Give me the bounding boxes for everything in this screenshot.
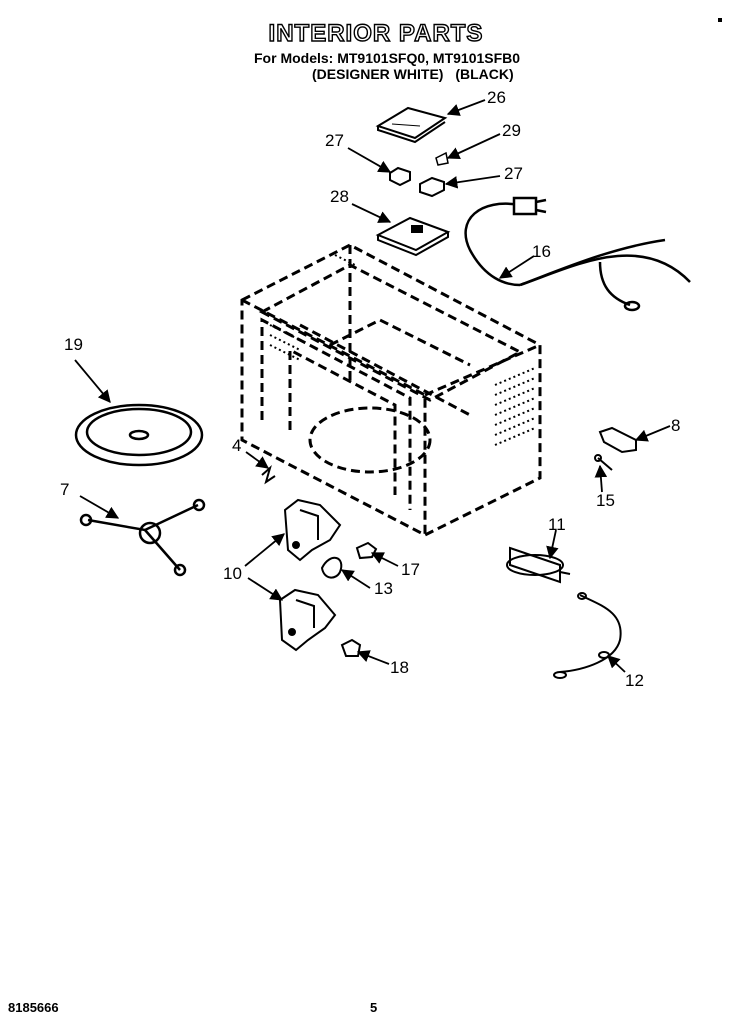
callout-12: 12 <box>625 671 644 690</box>
part-12-diode <box>553 592 622 679</box>
part-10-interlock-bracket-lower <box>278 588 337 652</box>
callout-19: 19 <box>64 335 83 354</box>
callout-labels: 26 27 29 27 28 16 19 8 4 7 15 11 10 17 1… <box>60 88 680 690</box>
callout-4: 4 <box>232 436 241 455</box>
part-26-cover-plate <box>375 106 448 144</box>
callout-17: 17 <box>401 560 420 579</box>
callout-18: 18 <box>390 658 409 677</box>
callout-8: 8 <box>671 416 680 435</box>
callout-15: 15 <box>596 491 615 510</box>
callout-7: 7 <box>60 480 69 499</box>
part-18-switch <box>340 638 362 657</box>
callout-28: 28 <box>330 187 349 206</box>
cabinet-frame <box>240 243 542 537</box>
part-4-spring <box>261 465 276 485</box>
callout-29: 29 <box>502 121 521 140</box>
callout-16: 16 <box>532 242 551 261</box>
part-19-glass-tray <box>74 403 204 467</box>
part-11-capacitor <box>506 546 571 584</box>
callout-10: 10 <box>223 564 242 583</box>
leader-arrows <box>74 99 671 673</box>
part-16-power-cord <box>464 196 691 312</box>
part-8-bracket <box>598 426 637 454</box>
part-17-switch <box>355 541 378 560</box>
callout-13: 13 <box>374 579 393 598</box>
part-7-roller-support <box>79 498 206 577</box>
models-line: For Models: MT9101SFQ0, MT9101SFB0 <box>254 50 521 66</box>
part-10-interlock-bracket-upper <box>283 498 342 562</box>
page-number: 5 <box>370 1000 378 1015</box>
variant-black: (BLACK) <box>455 66 514 82</box>
part-27-clip-a <box>389 166 411 187</box>
part-13-lever <box>320 557 343 579</box>
page-title: INTERIOR PARTS <box>268 19 484 47</box>
vent-pattern <box>269 254 536 446</box>
part-28-control-board <box>375 216 451 257</box>
part-27-clip-b <box>419 176 445 198</box>
variant-white: (DESIGNER WHITE) <box>312 66 444 82</box>
callout-11: 11 <box>548 515 566 534</box>
callout-26: 26 <box>487 88 506 107</box>
callout-27-upper: 27 <box>325 131 344 150</box>
part-29-clip <box>435 151 449 166</box>
corner-mark <box>718 18 722 22</box>
callout-27-lower: 27 <box>504 164 523 183</box>
document-code: 8185666 <box>8 1000 59 1015</box>
model-variants: (DESIGNER WHITE) (BLACK) <box>312 66 522 82</box>
part-15-screw <box>594 454 613 471</box>
